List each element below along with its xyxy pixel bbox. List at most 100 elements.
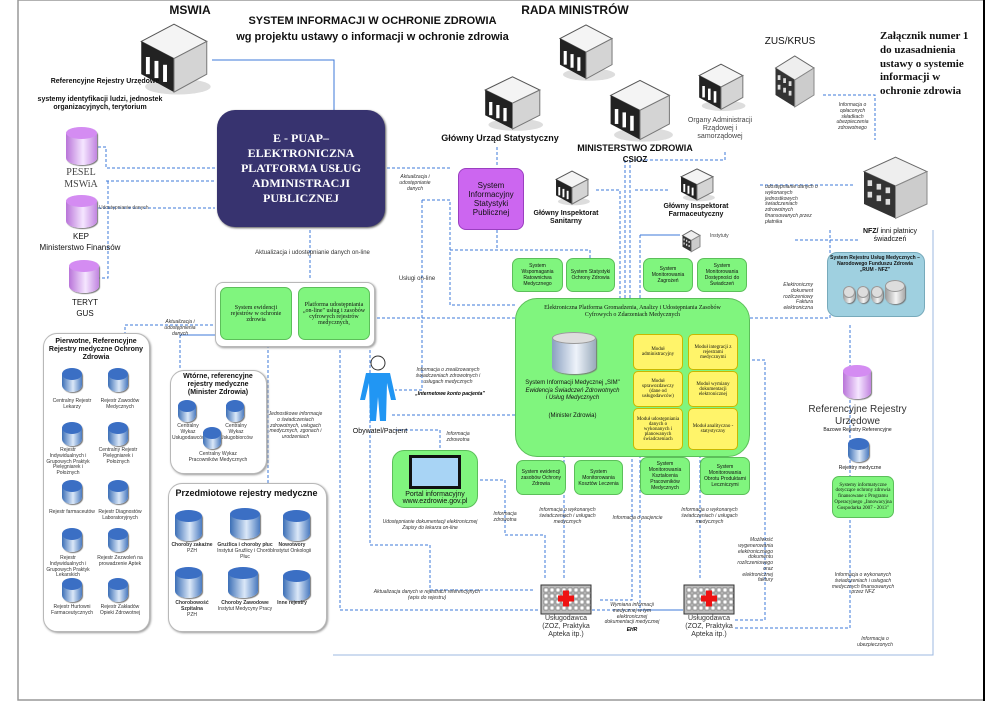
register-owner: Instytut Onkologii [272,547,312,554]
organy-building-icon [695,60,747,112]
register-owner: Instytut Medycyny Pracy [217,605,273,612]
provider-1-label[interactable]: Usługodawca (ZOZ, Praktyka Apteka itp.) [542,615,590,639]
platforma-udostepniania-box[interactable]: Platforma udostępniania „on-line" usług … [298,287,370,340]
kep-database-icon [66,195,97,228]
info-wykonane-1-label: Informacja o wykonanych świadczeniach i … [539,507,596,525]
rada-label: RADA MINISTRÓW [521,3,629,17]
przedmiotowe-register-item[interactable]: Inne rejestry [270,600,314,607]
module-1[interactable]: Moduł administracyjny [633,334,683,370]
gif-building-icon [678,166,716,202]
wtorne-register-item[interactable]: Centralny Wykaz Pracowników Medycznych [188,451,248,463]
mz-building-icon [605,75,675,143]
register-database-icon [108,528,128,552]
module-2[interactable]: Moduł integracji z rejestrami medycznymi [688,334,738,370]
mswia-label: MSWIA [169,3,211,17]
pierwotne-register-item[interactable]: Rejestr Zakładów Opieki Zdrowotnej [99,604,141,616]
module-6[interactable]: Moduł analityczno - statystyczny [688,408,738,450]
register-database-icon [175,510,202,541]
register-owner: PZH [187,611,197,618]
pierwotne-register-item[interactable]: Rejestr Hurtowni Farmaceutycznych [51,604,93,616]
gus-label: Główny Urząd Statystyczny [441,133,559,143]
sim-database-icon [552,332,596,374]
nfz-building-icon [855,150,945,222]
page-title: SYSTEM INFORMACJI W OCHRONIE ZDROWIA [248,15,497,27]
bottom-system-4[interactable]: System Monitorowania Obrotu Produktami L… [700,457,750,495]
rada-building-icon [555,20,617,82]
rum-database-icon [857,286,869,303]
rum-database-icon [885,280,905,304]
top-system-2[interactable]: System Statystyki Ochrony Zdrowia [566,258,615,292]
zus-building-icon [770,50,825,110]
register-name: Choroby zakaźne [171,542,213,548]
instytuty-label: Instytuty [710,233,729,239]
portal-url[interactable]: www.ezdrowie.gov.pl [402,498,468,505]
organy-label: Organy Administracji Rządowej i samorząd… [687,117,753,141]
pierwotne-register-item[interactable]: Rejestr Diagnostów Laboratoryjnych [98,509,142,521]
portal-box[interactable]: Portal informacyjny www.ezdrowie.gov.pl [392,450,478,508]
csioz-label: CSIOZ [622,155,648,164]
epuap-box[interactable]: E - PUAP– ELEKTRONICZNA PLATFORMA USŁUG … [217,110,385,227]
legend-ref-sub: Bazowe Rejestry Referencyjne [823,427,892,433]
top-system-4[interactable]: System Monitorowania Dostępności do Świa… [697,258,747,292]
pesel-label: PESEL [66,167,96,178]
pierwotne-group [43,333,150,632]
wtorne-register-item[interactable]: Centralny Wykaz Usługodawców [172,423,206,441]
sis-box[interactable]: System Informacyjny Statystyki Publiczne… [458,168,524,230]
provider-2-label[interactable]: Usługodawca (ZOZ, Praktyka Apteka itp.) [685,615,733,639]
sim-subtitle: Ewidencja Świadczeń Zdrowotnych i Usług … [525,388,620,401]
sim-owner: (Minister Zdrowia) [548,413,597,419]
info-wykonane-2-label: Informacja o wykonanych świadczeniach i … [681,507,738,525]
sim-title: System Informacji Medycznej „SIM" [525,380,620,386]
jednostkowe-label: Jednostkowe informacje o świadczeniach z… [268,411,323,440]
ref-registers-title: Referencyjne Rejestry Urzędowe [50,78,160,85]
bottom-system-1[interactable]: System ewidencji zasobów Ochrony Zdrowia [516,460,566,495]
legend-ref-database-icon [843,365,871,399]
register-name: Nowotwory [278,542,306,548]
module-3[interactable]: Moduł sprawozdawczy (dane od usługodawcó… [633,371,683,407]
mswia-building-icon [135,18,213,96]
rum-nfz-box[interactable] [827,252,925,317]
pierwotne-register-item[interactable]: Rejestr Indywidualnych i Grupowych Prakt… [46,447,90,476]
page-subtitle: wg projektu ustawy o informacji w ochron… [236,31,509,43]
register-database-icon [62,578,82,602]
module-4[interactable]: Moduł wymiany dokumentacji elektroniczne… [688,371,738,407]
register-database-icon [108,578,128,602]
pierwotne-register-item[interactable]: Rejestr Zezwoleń na prowadzenie Aptek [97,555,143,567]
register-name: Choroby Zawodowe [221,600,269,606]
wtorne-group [170,370,267,474]
teryt-owner: GUS [76,309,94,318]
register-database-icon [62,528,82,552]
wtorne-register-item[interactable]: Centralny Wykaz Usługobiorców [220,423,253,441]
pierwotne-register-item[interactable]: Centralny Rejestr Pielęgniarek i Położny… [98,447,138,465]
top-system-1[interactable]: System Wspomagania Ratownictwa Medyczneg… [512,258,563,292]
bottom-system-2[interactable]: System Monitorowania Kosztów Leczenia [574,460,623,495]
mozliwosc-label: Możliwość wygenerowania elektronicznego … [737,537,773,584]
register-name: Gruźlica i choroby płuc [217,542,273,548]
provider-1-hospital-icon [540,582,592,615]
top-system-3[interactable]: System Monitorowania Zagrożeń [643,258,693,292]
bottom-system-3[interactable]: System Monitorowania Kształcenia Pracown… [640,457,690,495]
rum-database-icon [843,286,855,303]
aktual-online-label: Aktualizacja i udostępnianie danych on-l… [255,250,370,256]
register-database-icon [62,368,82,392]
module-5[interactable]: Moduł udostępniania danych o wykonanych … [633,408,683,450]
pierwotne-register-item[interactable]: Rejestr farmaceutów [49,509,95,515]
register-owner: PZH [187,547,197,554]
gif-label: Główny Inspektorat Farmaceutyczny [663,203,729,219]
pierwotne-register-item[interactable]: Rejestr Zawodów Medycznych [100,398,140,410]
patient-person-icon [360,355,396,421]
aktual-rej-label: Aktualizacja danych w rejestrach referen… [373,589,481,601]
ewidencja-rejestrow-box[interactable]: System ewidencji rejestrów w ochronie zd… [220,287,292,340]
ehr-label: EHR [626,627,638,633]
faktura-label: Elektroniczny dokument rozliczeniowy Fak… [783,282,813,311]
mz-label: MINISTERSTWO ZDROWIA [577,143,693,153]
pierwotne-register-item[interactable]: Centralny Rejestr Lekarzy [52,398,92,410]
pierwotne-register-item[interactable]: Rejestr Indywidualnych i Grupowych Prakt… [46,555,90,579]
instytuty-building-icon [680,228,705,253]
